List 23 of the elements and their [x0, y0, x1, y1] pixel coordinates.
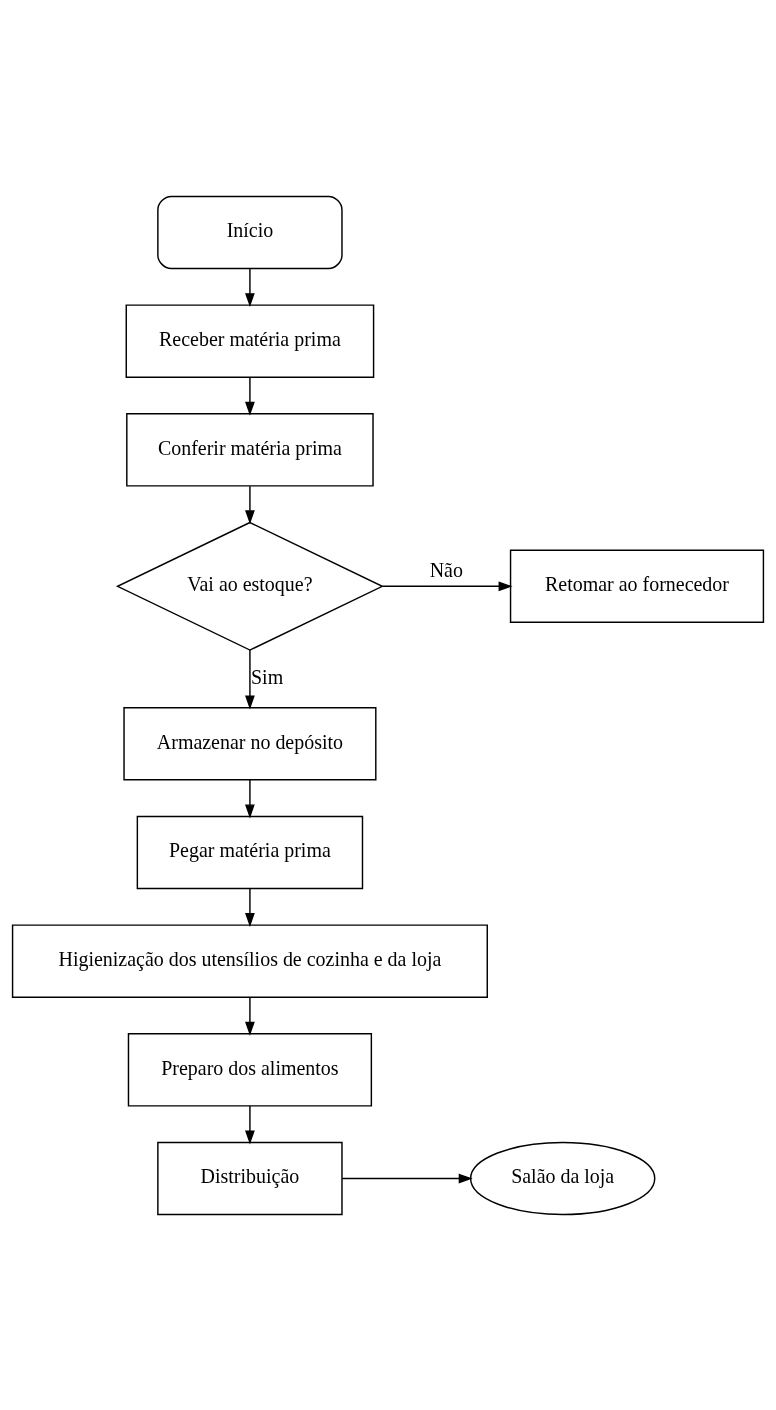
arrow: [245, 778, 255, 818]
node-ellipse: Salão da loja: [469, 1141, 656, 1215]
node-box: Receber matéria prima: [125, 303, 375, 378]
node-box: Preparo dos alimentos: [127, 1032, 373, 1107]
node-diamond: Vai ao estoque?: [115, 521, 384, 651]
node-box: Pegar matéria prima: [136, 815, 364, 889]
arrow: [245, 485, 255, 524]
arrow: [245, 887, 255, 927]
arrow: [245, 376, 255, 416]
arrow: [381, 580, 513, 591]
node-box: Início: [157, 195, 343, 269]
arrow: [245, 1104, 255, 1144]
node-box: Armazenar no depósito: [123, 706, 377, 781]
node-box: Retomar ao fornecedor: [509, 549, 765, 623]
node-box: Distribuição: [157, 1141, 343, 1215]
arrow: [245, 267, 255, 307]
arrow: [245, 996, 255, 1036]
node-box: Higienização dos utensílios de cozinha e da loja: [11, 923, 488, 998]
arrow: [341, 1173, 473, 1183]
node-box: Conferir matéria prima: [126, 412, 374, 487]
edge-label: Sim: [251, 665, 284, 688]
edge-label: Não: [429, 558, 463, 581]
arrow: [245, 648, 255, 710]
